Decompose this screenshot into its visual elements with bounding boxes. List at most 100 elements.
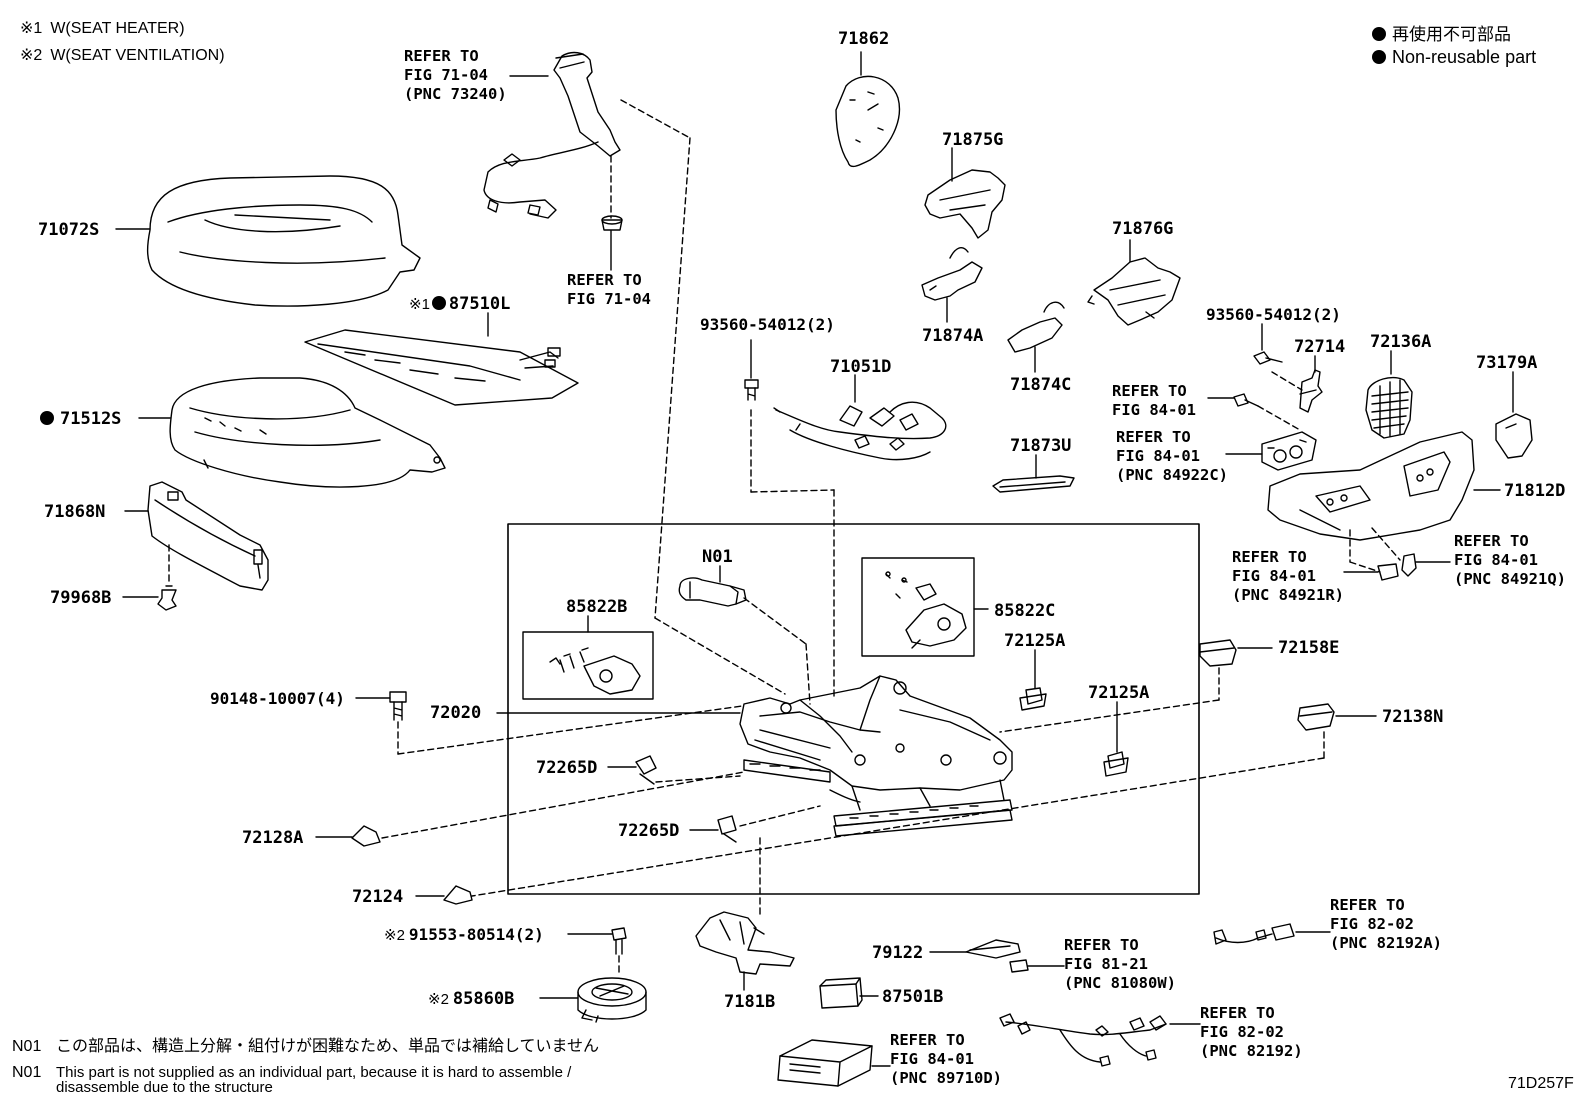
legend-nonreusable-en: Non-reusable part xyxy=(1372,47,1536,68)
module-87501B xyxy=(819,977,863,1009)
part-label-72714[interactable]: 72714 xyxy=(1294,337,1346,357)
note-mark: ※1 xyxy=(20,20,43,37)
refer-fig-84-01-a[interactable]: REFER TO FIG 84-01 xyxy=(1112,382,1196,419)
note-seat-heater: ※1 W(SEAT HEATER) xyxy=(20,18,185,38)
grommet xyxy=(601,215,623,231)
part-label-71512S[interactable]: 71512S xyxy=(40,410,121,428)
wire-harness-82192 xyxy=(999,1013,1167,1067)
seat-heater-87510L xyxy=(304,329,579,406)
side-shield-71812D xyxy=(1267,431,1475,541)
screw-small xyxy=(1233,393,1259,407)
screw-93560-left xyxy=(744,379,759,401)
part-label-87501B[interactable]: 87501B xyxy=(882,987,944,1007)
bracket-71876G xyxy=(1087,257,1181,326)
part-label-72265D-a[interactable]: 72265D xyxy=(536,758,598,778)
refer-fig-84-01-pnc-84921R[interactable]: REFER TO FIG 84-01 (PNC 84921R) xyxy=(1232,548,1344,604)
part-label-71868N[interactable]: 71868N xyxy=(44,502,106,522)
footnote-n01-en-cont: disassemble due to the structure xyxy=(56,1079,273,1096)
refer-fig-71-04[interactable]: REFER TO FIG 71-04 xyxy=(567,271,651,308)
part-label-72138N[interactable]: 72138N xyxy=(1382,707,1444,727)
part-label-79122[interactable]: 79122 xyxy=(872,943,924,963)
bracket-71875G xyxy=(924,169,1006,239)
part-label-72265D-b[interactable]: 72265D xyxy=(618,821,680,841)
seat-frame-72020 xyxy=(739,675,1013,837)
refer-fig-81-21-pnc-81080W[interactable]: REFER TO FIG 81-21 (PNC 81080W) xyxy=(1064,936,1176,992)
refer-fig-84-01-pnc-89710D[interactable]: REFER TO FIG 84-01 (PNC 89710D) xyxy=(890,1031,1002,1087)
part-label-71876G[interactable]: 71876G xyxy=(1112,219,1174,239)
part-label-85822B[interactable]: 85822B xyxy=(566,597,628,617)
part-label-71873U[interactable]: 71873U xyxy=(1010,436,1072,456)
nonreusable-dot-icon xyxy=(40,411,54,425)
clip-72124 xyxy=(443,885,473,905)
bolt-90148 xyxy=(389,691,407,721)
knob-84921Q xyxy=(1401,553,1417,577)
note-mark: ※2 xyxy=(20,47,43,64)
clip-79968B xyxy=(157,585,177,611)
vent-note-mark: ※2 xyxy=(384,927,405,944)
ecu-89710D xyxy=(777,1039,873,1087)
part-label-72125A-b[interactable]: 72125A xyxy=(1088,683,1150,703)
bracket-71874A xyxy=(921,247,983,301)
frame-assembly-box xyxy=(507,523,1200,895)
cover-73179A xyxy=(1495,413,1533,459)
part-label-72136A[interactable]: 72136A xyxy=(1370,332,1432,352)
cover-79122 xyxy=(965,939,1021,959)
vent-note-mark: ※2 xyxy=(428,991,449,1008)
heater-note-mark: ※1 xyxy=(409,296,430,313)
part-label-90148[interactable]: 90148-10007(4) xyxy=(210,689,345,708)
clip-72128A xyxy=(351,825,381,847)
part-label-71874C[interactable]: 71874C xyxy=(1010,375,1072,395)
part-label-71862[interactable]: 71862 xyxy=(838,29,890,49)
screw-91553 xyxy=(611,927,627,955)
part-label-73179A[interactable]: 73179A xyxy=(1476,353,1538,373)
refer-fig-82-02-pnc-82192[interactable]: REFER TO FIG 82-02 (PNC 82192) xyxy=(1200,1004,1303,1060)
refer-fig-84-01-pnc-84922C[interactable]: REFER TO FIG 84-01 (PNC 84922C) xyxy=(1116,428,1228,484)
part-label-N01[interactable]: N01 xyxy=(702,547,733,567)
part-label-72158E[interactable]: 72158E xyxy=(1278,638,1340,658)
clip-72125A-a xyxy=(1019,687,1047,711)
part-label-71051D[interactable]: 71051D xyxy=(830,357,892,377)
connector-81080W xyxy=(1009,959,1029,973)
part-label-71875G[interactable]: 71875G xyxy=(942,130,1004,150)
legend-nonreusable-jp: 再使用不可部品 xyxy=(1372,20,1511,45)
lumbar-switch-assembly xyxy=(483,51,621,219)
refer-fig-82-02-pnc-82192A[interactable]: REFER TO FIG 82-02 (PNC 82192A) xyxy=(1330,896,1442,952)
motor-85822B xyxy=(549,647,641,695)
clip-72158E xyxy=(1199,639,1237,667)
note-text: W(SEAT VENTILATION) xyxy=(50,47,225,64)
part-label-71072S[interactable]: 71072S xyxy=(38,220,100,240)
fan-85860B xyxy=(577,977,647,1023)
part-label-79968B[interactable]: 79968B xyxy=(50,588,112,608)
part-label-71812D[interactable]: 71812D xyxy=(1504,481,1566,501)
clip-72265D-b xyxy=(717,815,737,843)
motor-85822C xyxy=(885,571,967,649)
clip-72138N xyxy=(1297,703,1335,731)
seat-pad-71512S xyxy=(169,377,446,488)
part-label-7181B[interactable]: 7181B xyxy=(724,992,776,1012)
note-text: W(SEAT HEATER) xyxy=(50,20,185,37)
part-label-72124[interactable]: 72124 xyxy=(352,887,404,907)
part-label-93560-right[interactable]: 93560-54012(2) xyxy=(1206,305,1341,324)
lumbar-support-72136A xyxy=(1365,376,1413,439)
part-label-72125A-a[interactable]: 72125A xyxy=(1004,631,1066,651)
part-label-72020[interactable]: 72020 xyxy=(430,703,482,723)
part-label-72128A[interactable]: 72128A xyxy=(242,828,304,848)
nonreusable-dot-icon xyxy=(1372,27,1386,41)
bracket-72714 xyxy=(1299,369,1323,413)
shield-cover-71862 xyxy=(835,75,900,168)
part-label-85822C[interactable]: 85822C xyxy=(994,601,1056,621)
part-label-93560-left[interactable]: 93560-54012(2) xyxy=(700,315,835,334)
part-label-71874A[interactable]: 71874A xyxy=(922,326,984,346)
bracket-71874C xyxy=(1007,301,1065,353)
refer-fig-71-04-pnc-73240[interactable]: REFER TO FIG 71-04 (PNC 73240) xyxy=(404,47,507,103)
nonreusable-dot-icon xyxy=(431,296,446,310)
strip-71873U xyxy=(992,475,1075,493)
note-seat-ventilation: ※2 W(SEAT VENTILATION) xyxy=(20,45,225,65)
refer-fig-84-01-pnc-84921Q[interactable]: REFER TO FIG 84-01 (PNC 84921Q) xyxy=(1454,532,1566,588)
